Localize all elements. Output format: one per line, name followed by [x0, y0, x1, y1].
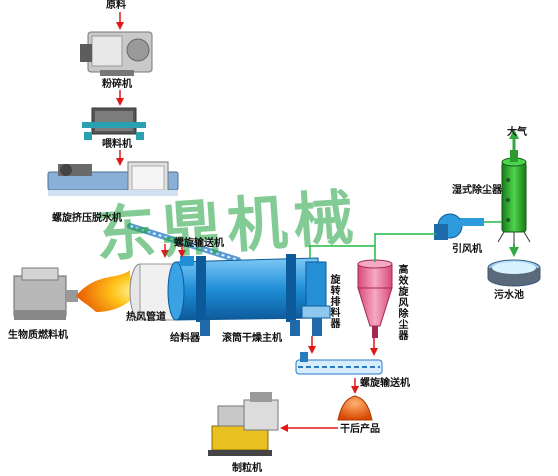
rotary-discharger: [301, 261, 331, 336]
dried-product-pile: [337, 395, 373, 421]
label-burner: 生物质燃料机: [8, 330, 68, 341]
label-drum-dryer: 滚筒干燥主机: [222, 333, 282, 344]
label-atmosphere: 大气: [507, 127, 527, 138]
material-flow-arrows: [116, 12, 378, 432]
induced-fan: [434, 213, 484, 240]
label-screw-press: 螺旋挤压脱水机: [52, 213, 122, 224]
label-induced-fan: 引风机: [452, 244, 482, 255]
label-screw-conveyor-top: 螺旋输送机: [174, 238, 224, 249]
biomass-burner: [13, 267, 78, 320]
screw-conveyor-bottom: [295, 352, 383, 375]
burner-flame: [76, 270, 142, 312]
label-dried-product: 干后产品: [340, 424, 380, 435]
label-pellet-mill: 制粒机: [232, 463, 262, 474]
drum-dryer: [167, 254, 319, 336]
label-hot-air-duct: 热风管道: [126, 312, 166, 323]
cyclone-separator: [357, 259, 393, 338]
label-feeder-top: 喂料机: [102, 139, 132, 150]
pellet-mill: [208, 392, 279, 456]
screw-press-machine: [47, 161, 179, 196]
label-feeder: 给料器: [170, 333, 200, 344]
label-crusher: 粉碎机: [102, 79, 132, 90]
watermark-text: 东鼎机械: [93, 182, 362, 272]
label-cyclone: 高效旋风除尘器: [396, 264, 407, 341]
label-discharger: 旋转排料器: [328, 274, 339, 329]
feeder-top-machine: [82, 107, 146, 140]
label-sewage-pool: 污水池: [494, 290, 524, 301]
sewage-pool: [487, 259, 541, 287]
crusher-machine: [80, 31, 153, 76]
label-screw-conveyor-bottom: 螺旋输送机: [360, 378, 410, 389]
wet-scrubber: [497, 150, 531, 244]
label-wet-scrubber: 湿式除尘器: [452, 185, 502, 196]
label-raw-material: 原料: [106, 0, 126, 11]
air-duct-lines: [309, 221, 502, 262]
screw-conveyor-top: [127, 223, 241, 263]
